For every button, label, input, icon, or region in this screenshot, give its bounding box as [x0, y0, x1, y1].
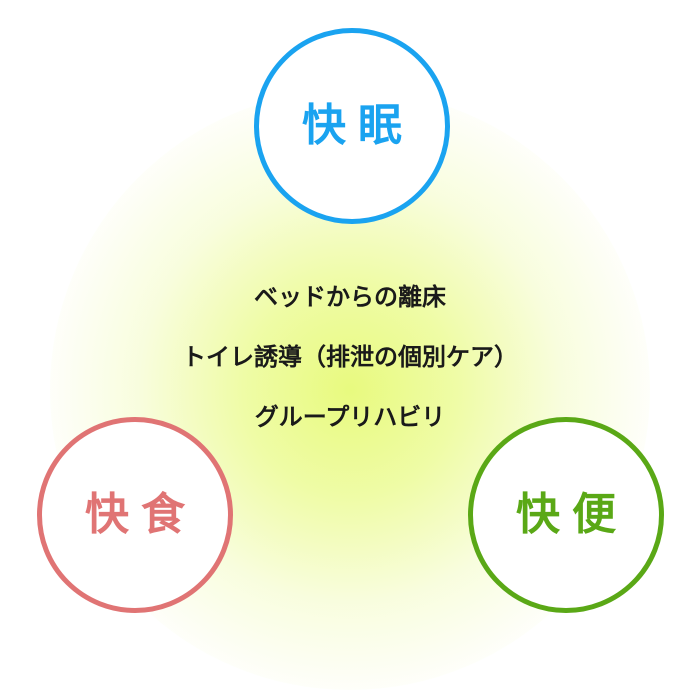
care-item-leave-bed: ベッドからの離床	[254, 283, 446, 311]
node-label-sleep: 快眠	[302, 100, 414, 151]
center-care-list: ベッドからの離床 トイレ誘導（排泄の個別ケア） グループリハビリ	[100, 272, 600, 452]
circle-node-sleep: 快眠	[254, 28, 450, 224]
care-item-group-rehab: グループリハビリ	[254, 403, 446, 431]
circle-node-bowel: 快便	[468, 417, 664, 613]
circle-node-eat: 快食	[37, 417, 233, 613]
care-item-toilet-guidance: トイレ誘導（排泄の個別ケア）	[182, 343, 518, 371]
node-label-bowel: 快便	[516, 489, 628, 540]
node-label-eat: 快食	[85, 489, 197, 540]
